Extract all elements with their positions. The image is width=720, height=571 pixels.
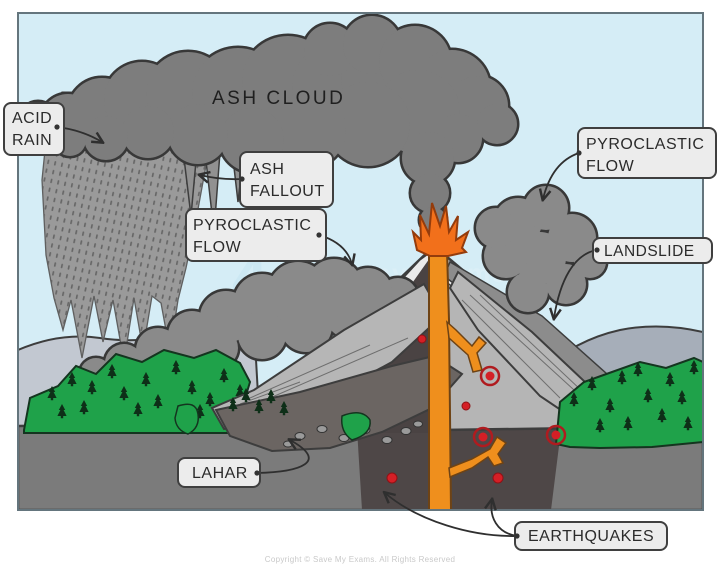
- label-landslide: LANDSLIDE: [554, 237, 713, 318]
- acid-rain-box: [3, 102, 65, 156]
- pyroclastic-flow-left-text-line2: FLOW: [193, 239, 242, 256]
- ash-fallout-leader-arrow: [200, 175, 243, 179]
- landslide-text: LANDSLIDE: [604, 243, 695, 260]
- pyroclastic-flow-right-text-line1: PYROCLASTIC: [586, 136, 704, 153]
- earthquake-marker: [461, 401, 471, 411]
- label-pyroclastic-flow-right: PYROCLASTIC FLOW: [543, 127, 717, 199]
- copyright-text: Copyright © Save My Exams. All Rights Re…: [265, 555, 455, 564]
- earthquake-markers: [386, 334, 567, 484]
- label-pyroclastic-flow-left: PYROCLASTIC FLOW: [185, 208, 352, 264]
- label-earthquakes: EARTHQUAKES: [385, 493, 668, 551]
- magma-branch-lower: [448, 435, 508, 479]
- pyroclastic-flow-left-connector-dot: [316, 232, 322, 238]
- magma-conduit: [428, 249, 453, 510]
- forest-right: [554, 356, 703, 450]
- earthquakes-text: EARTHQUAKES: [528, 528, 654, 545]
- lahar-connector-dot: [254, 470, 260, 476]
- pyroclastic-flow-right-text-line2: FLOW: [586, 158, 635, 175]
- magma-conduit-group: [411, 202, 508, 510]
- landslide-connector-dot: [594, 247, 600, 253]
- landslide-leader-arrow: [554, 249, 598, 318]
- acid-rain-text-line2: RAIN: [12, 132, 52, 149]
- green-patches: [174, 403, 371, 441]
- pyroclastic-flow-right-connector-dot: [576, 150, 582, 156]
- earthquakes-leader-arrow-left: [385, 493, 518, 537]
- earthquake-marker-ringed: [472, 426, 494, 448]
- pyroclastic-flow-left-box: [185, 208, 327, 262]
- lava-eruption: [411, 202, 471, 257]
- earthquake-marker: [417, 334, 427, 344]
- acid-rain-text-line1: ACID: [12, 110, 52, 127]
- acid-rain-connector-dot: [54, 124, 60, 130]
- magma-branch-upper: [446, 320, 488, 373]
- pyroclastic-flow-left-text-line1: PYROCLASTIC: [193, 217, 311, 234]
- ash-cloud-title: ASH CLOUD: [212, 88, 345, 109]
- pyroclastic-flow-right-leader-arrow: [543, 152, 580, 199]
- lahar-box: [177, 457, 261, 488]
- landslide-box: [592, 237, 713, 264]
- ash-fallout-text-line2: FALLOUT: [250, 183, 325, 200]
- earthquake-marker-ringed: [545, 424, 567, 446]
- earthquake-marker: [386, 472, 398, 484]
- ash-fallout-connector-dot: [239, 176, 245, 182]
- label-ash-fallout: ASH FALLOUT: [200, 151, 334, 208]
- label-lahar: LAHAR: [177, 440, 310, 488]
- ash-fallout-text-line1: ASH: [250, 161, 284, 178]
- earthquakes-connector-dot: [514, 533, 520, 539]
- lahar-leader-arrow: [256, 440, 310, 474]
- earthquakes-leader-arrow-right: [491, 500, 518, 537]
- label-acid-rain: ACID RAIN: [3, 102, 102, 156]
- lahar-text: LAHAR: [192, 465, 248, 482]
- earthquake-marker: [492, 472, 504, 484]
- earthquake-marker-ringed: [479, 365, 501, 387]
